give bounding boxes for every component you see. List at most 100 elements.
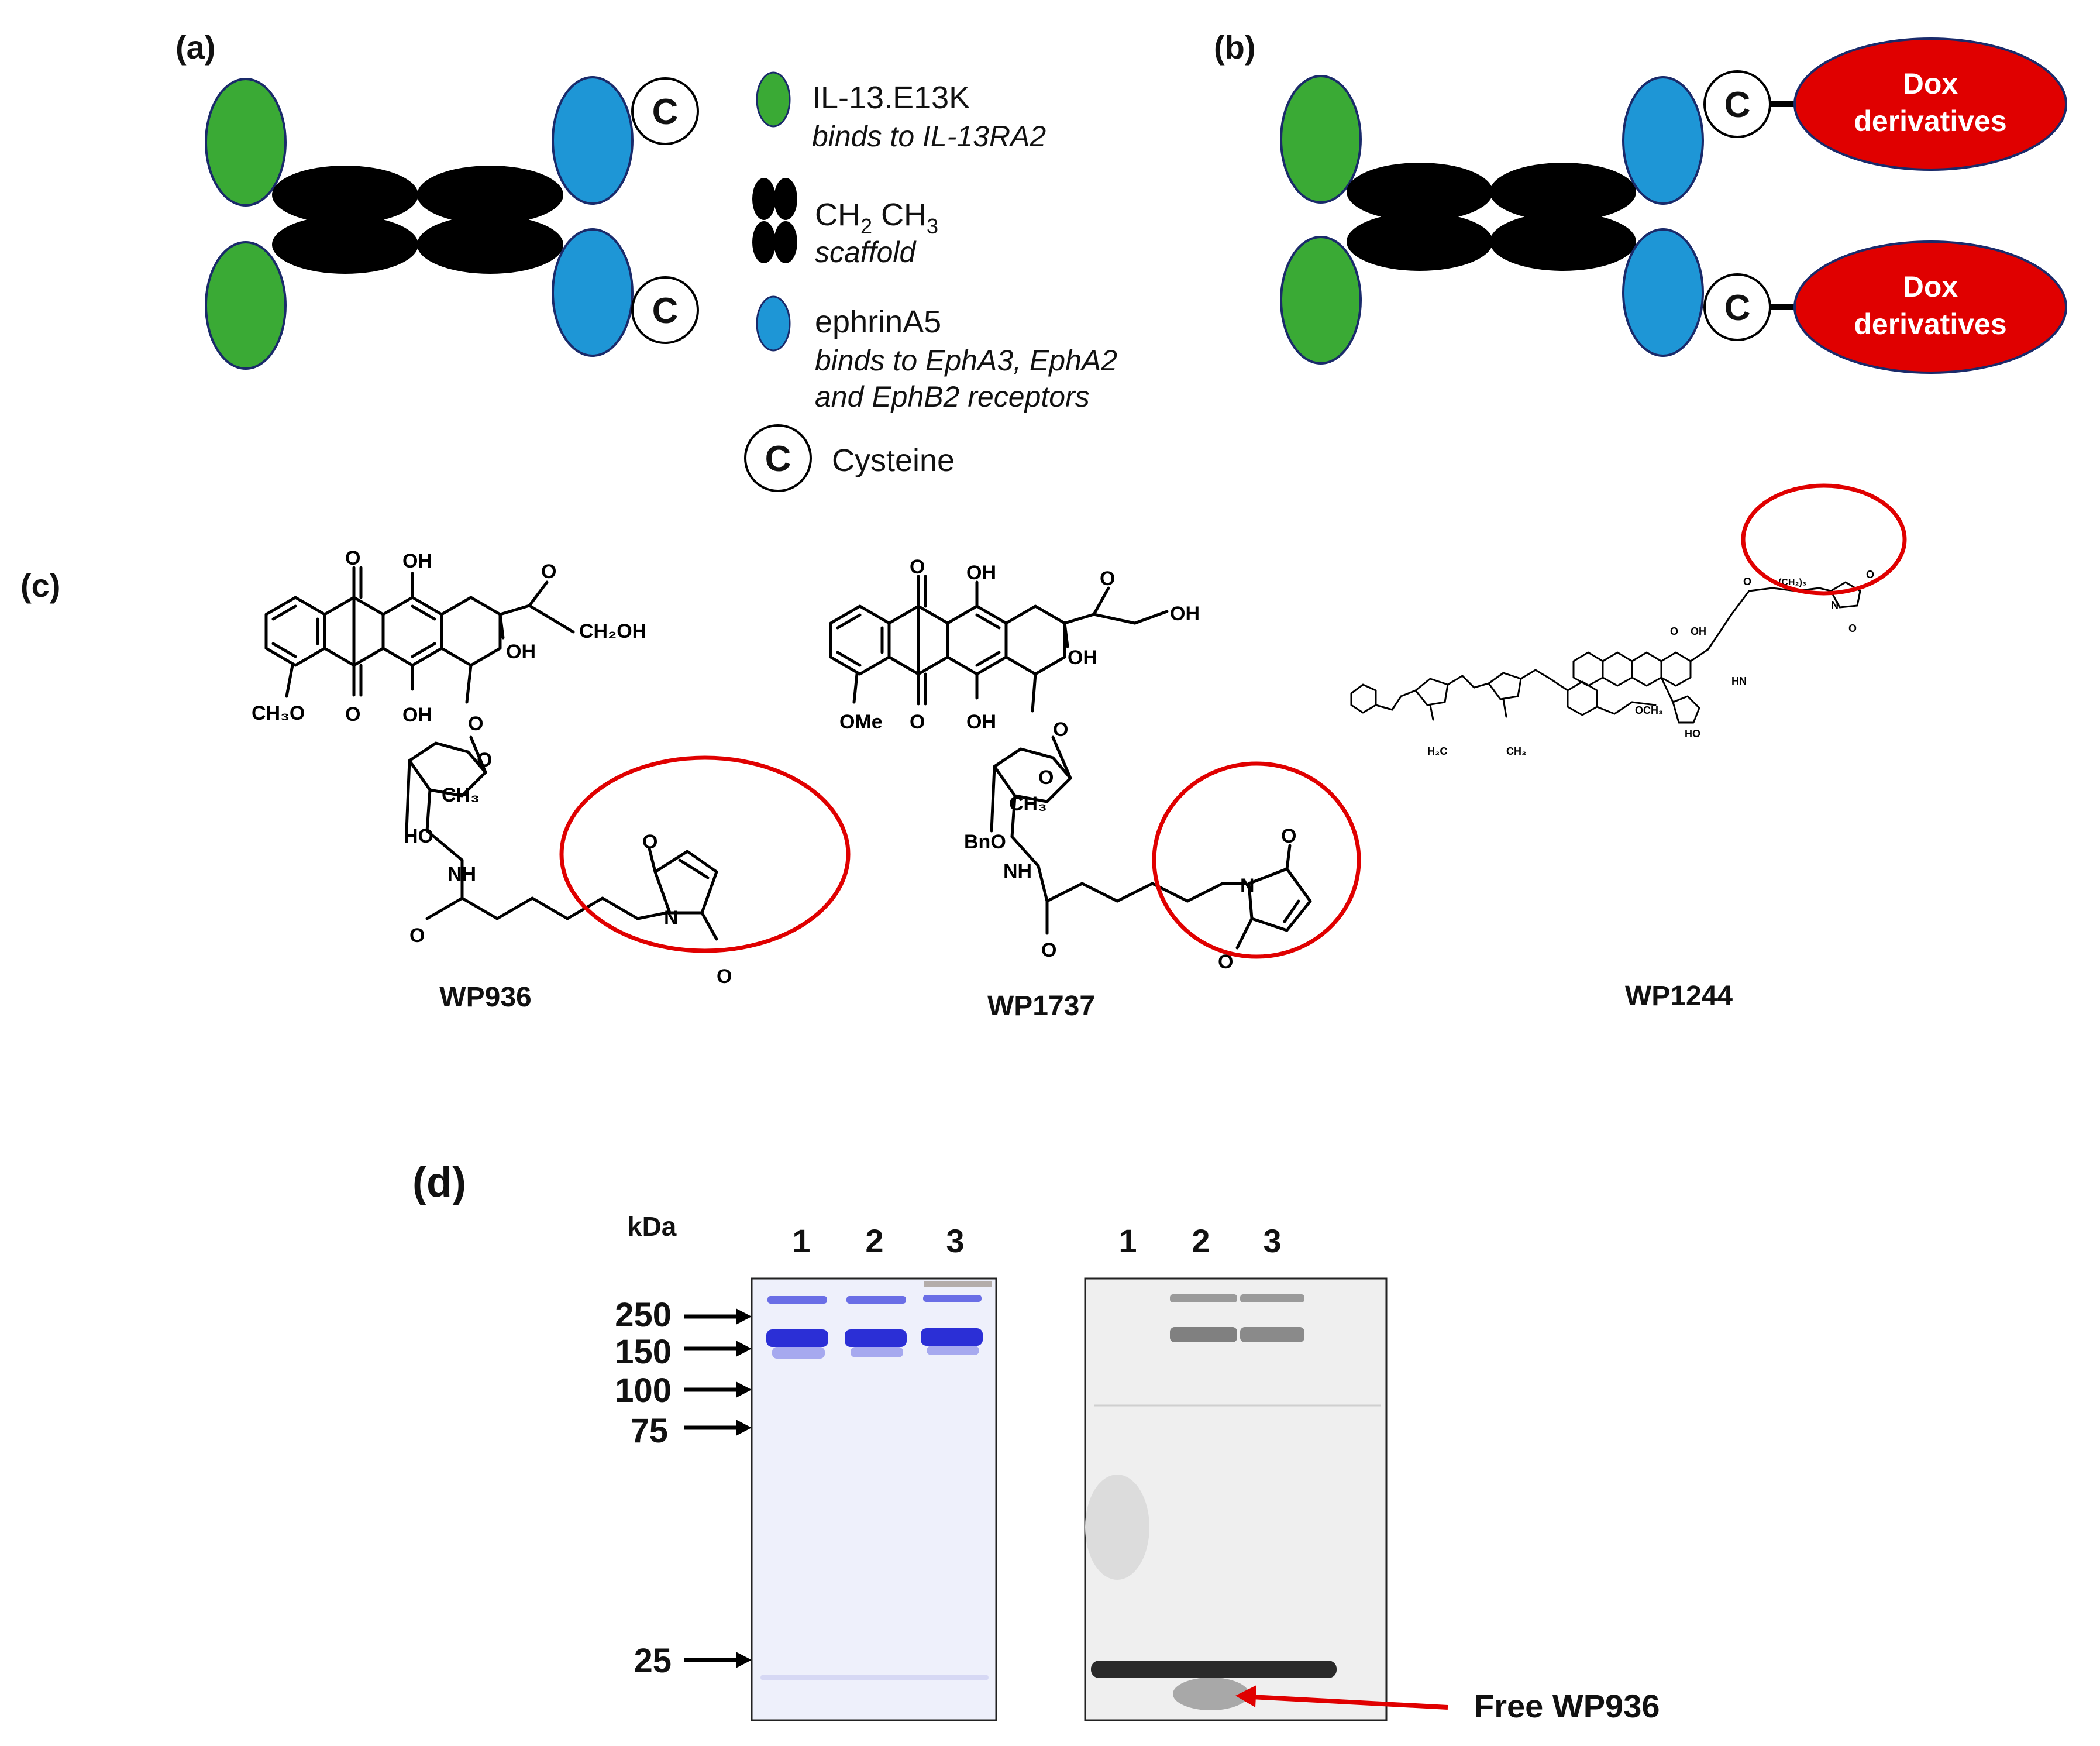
legend-scaffold-icon-tl [752,178,776,220]
svg-text:O: O [345,547,360,569]
svg-text:O: O [541,561,556,583]
fluorescent-gel [1084,1277,1388,1721]
svg-text:OH: OH [966,562,996,584]
wp1737-maleimide-highlight [1152,761,1361,959]
svg-text:BnO: BnO [964,831,1006,853]
marker-150: 150 [615,1333,672,1371]
dox-payload-bottom [1793,240,2067,374]
cysteine-circle-top [631,77,699,145]
svg-text:O: O [1866,569,1874,580]
svg-text:O: O [468,713,483,735]
svg-text:O: O [409,924,425,947]
svg-text:HO: HO [1685,728,1700,740]
scaffold-ch3-top [1490,163,1636,221]
il13-domain-bottom [205,241,287,370]
marker-250: 250 [615,1296,672,1334]
svg-text:NH: NH [1003,860,1032,882]
svg-text:O: O [1041,939,1056,961]
svg-text:O: O [477,749,492,771]
legend-ephrin-desc2: and EphB2 receptors [815,380,1090,413]
svg-text:O: O [345,703,360,726]
svg-text:OH: OH [1691,625,1706,637]
scaffold-ch2-top [1347,163,1493,221]
svg-text:H₃C: H₃C [1427,745,1447,757]
svg-text:CH₃O: CH₃O [252,702,305,724]
legend: IL-13.E13K binds to IL-13RA2 CH2 CH3 sca… [744,71,1117,492]
marker-100: 100 [615,1372,672,1410]
cysteine-letter-bottom: C [652,291,679,331]
svg-text:N: N [1831,599,1839,611]
dox-payload-bottom-line1: Dox [1903,270,1958,303]
svg-text:OH: OH [1170,603,1200,625]
wp1737-name: WP1737 [987,991,1095,1022]
il13-domain-top [205,78,287,207]
scaffold-ch2-top [272,166,418,224]
svg-text:CH₂OH: CH₂OH [579,620,646,642]
cysteine-letter-top: C [652,92,679,132]
wp1737-structure: O O OH OH O OH OH OMe O O CH₃ BnO NH O N… [829,556,1312,973]
marker-75: 75 [630,1412,668,1450]
legend-scaffold-name: CH2 CH3 [815,197,938,238]
scaffold-ch2-bottom [272,215,418,274]
svg-text:O: O [1100,568,1115,590]
gel1-lane-3: 3 [946,1222,964,1259]
legend-scaffold-icon-br [774,221,797,263]
svg-text:O: O [1281,825,1296,847]
ephrin-domain-top [1622,76,1704,205]
ephrin-domain-bottom [1622,228,1704,357]
wp936-name: WP936 [439,982,531,1013]
panel-a-construct: C C [205,76,699,370]
scaffold-ch2-bottom [1347,212,1493,271]
wp1244-structure: O OH OCH₃ O HN (CH₂)₃ N O O H₃C CH₃ HO [1350,569,1874,757]
legend-scaffold-icon-bl [752,221,776,263]
il13-domain-top [1280,75,1362,204]
panel-b-label: (b) [1214,29,1256,66]
svg-text:OH: OH [506,641,536,663]
dox-payload-top-line2: derivatives [1854,105,2006,138]
svg-text:O: O [910,556,925,578]
svg-text:O: O [910,711,925,733]
svg-text:OH: OH [1068,647,1097,669]
dox-payload-top [1793,37,2067,171]
wp936-maleimide-highlight [559,755,851,953]
svg-text:HN: HN [1731,675,1747,687]
gel2-lane-3: 3 [1263,1222,1281,1259]
svg-text:O: O [1670,625,1678,637]
legend-il13-desc: binds to IL-13RA2 [812,120,1046,153]
svg-text:OH: OH [966,711,996,733]
coomassie-gel [751,1277,997,1721]
cysteine-letter-bottom: C [1724,288,1751,328]
svg-text:O: O [642,831,657,853]
ephrin-domain-top [552,76,634,205]
svg-text:OMe: OMe [839,711,883,733]
legend-il13-name: IL-13.E13K [812,80,970,115]
marker-25: 25 [634,1642,672,1680]
dox-payload-bottom-line2: derivatives [1854,308,2006,341]
legend-il13-icon [756,71,791,128]
svg-text:N: N [1240,875,1255,897]
panel-d-label: (d) [412,1159,466,1206]
svg-text:O: O [1743,576,1751,587]
panel-a-label: (a) [175,29,215,66]
svg-text:OH: OH [402,550,432,572]
gel2-lane-2: 2 [1192,1222,1210,1259]
free-wp936-arrow [1235,1685,1448,1710]
svg-text:HO: HO [404,825,433,847]
legend-scaffold-icon-tr [774,178,797,220]
legend-ephrin-icon [756,295,791,352]
ephrin-domain-bottom [552,228,634,357]
svg-text:OH: OH [402,704,432,726]
legend-ephrin-name: ephrinA5 [815,304,941,339]
svg-text:O: O [1053,719,1068,741]
svg-text:NH: NH [447,863,476,885]
legend-cysteine-name: Cysteine [832,443,955,478]
svg-text:CH₃: CH₃ [1009,793,1047,815]
legend-cysteine-letter: C [765,439,791,479]
cysteine-letter-top: C [1724,85,1751,125]
scaffold-ch3-bottom [1490,212,1636,271]
svg-text:N: N [664,907,679,929]
legend-cysteine-icon [744,424,812,492]
scaffold-ch3-top [417,166,563,224]
wp1244-maleimide-highlight [1741,483,1907,596]
gel1-lane-2: 2 [865,1222,883,1259]
